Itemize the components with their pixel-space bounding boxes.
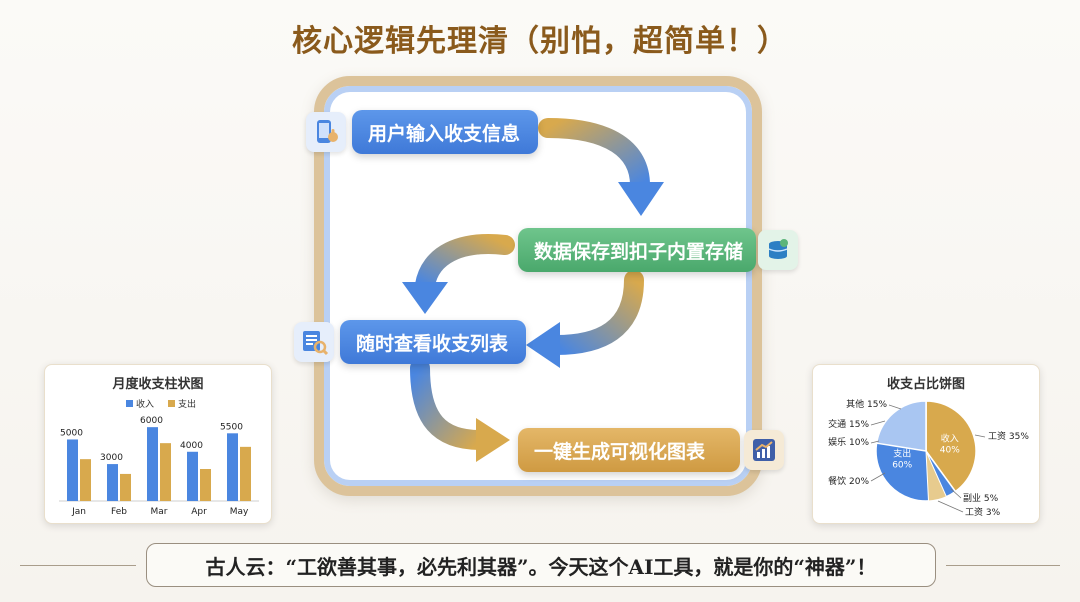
bar-value-label-May: 5500 <box>220 422 243 432</box>
pie-annotation-6: 其他 15% <box>846 398 887 410</box>
pie-annotation-4: 娱乐 10% <box>828 436 869 448</box>
bar-value-label-Jan: 5000 <box>60 428 83 438</box>
bar-income-May <box>227 433 238 501</box>
pie-subslice-side <box>925 450 948 502</box>
phone-tap-icon <box>306 112 346 152</box>
bar-value-label-Feb: 3000 <box>100 453 123 463</box>
legend-income-label: 收入 <box>136 398 154 410</box>
x-tick-label-Apr: Apr <box>191 507 207 517</box>
pie-annotation-leader-3 <box>870 472 886 482</box>
list-search-icon <box>294 322 334 362</box>
pie-subslice-other <box>875 400 927 452</box>
pie-annotation-leader-4 <box>870 440 880 444</box>
quote-right-line <box>946 565 1060 566</box>
step4-label: 一键生成可视化图表 <box>534 440 706 463</box>
pie-annotation-3: 餐饮 20% <box>828 475 869 487</box>
arrow-step3-to-step4 <box>410 358 490 450</box>
bar-value-label-Apr: 4000 <box>180 441 203 451</box>
arrow-step2-curve-left-head <box>402 282 448 314</box>
pie-annotation-5: 交通 15% <box>828 418 869 430</box>
arrow-step1-to-step2 <box>538 118 650 195</box>
legend-expense-label: 支出 <box>178 398 196 410</box>
quote-banner: 古人云：“工欲善其事，必先利其器”。今天这个AI工具，就是你的“神器”！ <box>146 543 936 587</box>
pie-annotation-0: 工资 35% <box>988 431 1029 442</box>
arrow-step3-to-step4-head <box>476 418 510 462</box>
pie-annotation-1: 副业 5% <box>963 493 999 504</box>
step-view-list: 随时查看收支列表 <box>340 320 526 364</box>
pie-annotation-leader-6 <box>888 404 902 410</box>
arrow-step2-to-step3 <box>546 270 644 355</box>
bar-expense-Jan <box>80 459 91 501</box>
pie-annotation-leader-0 <box>974 434 986 438</box>
pie-annotation-leader-1 <box>950 488 962 499</box>
bar-income-Mar <box>147 427 158 501</box>
bar-expense-May <box>240 446 251 501</box>
bar-chart-title: 月度收支柱状图 <box>112 377 204 392</box>
bar-income-Apr <box>187 451 198 501</box>
step3-label: 随时查看收支列表 <box>356 332 509 355</box>
step-input-records: 用户输入收支信息 <box>352 110 538 154</box>
pie-chart-title: 收支占比饼图 <box>886 377 965 392</box>
legend-expense-swatch <box>168 400 175 407</box>
x-tick-label-May: May <box>230 507 249 517</box>
arrow-step2-to-step3-head <box>526 322 560 368</box>
pie-annotation-leader-5 <box>870 420 886 426</box>
step1-label: 用户输入收支信息 <box>368 122 521 145</box>
page-title: 核心逻辑先理清（别怕，超简单！） <box>292 24 788 59</box>
quote-left-line <box>20 565 136 566</box>
x-tick-label-Feb: Feb <box>111 507 127 517</box>
quote-text: 古人云：“工欲善其事，必先利其器”。今天这个AI工具，就是你的“神器”！ <box>205 554 877 579</box>
pie-slice-income <box>925 400 977 493</box>
step2-label: 数据保存到扣子内置存储 <box>534 240 744 263</box>
bar-expense-Mar <box>160 443 171 501</box>
x-tick-label-Jan: Jan <box>71 507 86 517</box>
bar-expense-Feb <box>120 473 131 501</box>
chart-trend-icon <box>744 430 784 470</box>
arrow-step1-to-step2-head <box>618 182 664 216</box>
bar-income-Feb <box>107 464 118 501</box>
legend-income-swatch <box>126 400 133 407</box>
step-save-storage: 数据保存到扣子内置存储 <box>518 228 756 272</box>
step-generate-charts: 一键生成可视化图表 <box>518 428 740 472</box>
bar-income-Jan <box>67 439 78 501</box>
database-cloud-icon <box>758 230 798 270</box>
arrow-step2-curve-left <box>415 234 515 295</box>
pie-annotation-leader-2 <box>937 500 964 513</box>
bar-expense-Apr <box>200 469 211 501</box>
bar-value-label-Mar: 6000 <box>140 416 163 426</box>
x-tick-label-Mar: Mar <box>151 507 168 517</box>
pie-annotation-2: 工资 3% <box>965 507 1001 518</box>
